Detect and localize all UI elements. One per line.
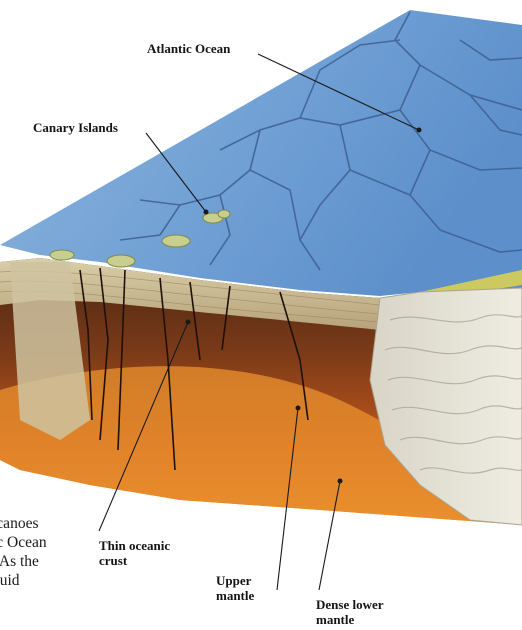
island <box>107 255 135 267</box>
island <box>218 210 230 218</box>
leader-dot <box>296 406 301 411</box>
body-text-line: quid <box>0 571 142 590</box>
label-line: mantle <box>316 612 384 627</box>
island <box>50 250 74 260</box>
body-text-line: . As the <box>0 552 142 571</box>
label-dense-lower-mantle: Dense lower mantle <box>316 597 384 627</box>
label-line: mantle <box>216 588 254 603</box>
island <box>162 235 190 247</box>
body-text-line: ic Ocean <box>0 533 142 552</box>
label-line: Upper <box>216 573 254 588</box>
body-text-line: lcanoes <box>0 514 142 533</box>
label-canary-islands: Canary Islands <box>33 120 118 135</box>
label-atlantic-ocean: Atlantic Ocean <box>147 41 230 56</box>
body-text-fragment: lcanoes ic Ocean . As the quid <box>0 514 142 590</box>
leader-dot <box>417 128 422 133</box>
label-upper-mantle: Upper mantle <box>216 573 254 603</box>
leader-dot <box>186 320 191 325</box>
label-line: Dense lower <box>316 597 384 612</box>
leader-dot <box>204 210 209 215</box>
leader-dot <box>338 479 343 484</box>
ocean-surface <box>0 10 522 296</box>
